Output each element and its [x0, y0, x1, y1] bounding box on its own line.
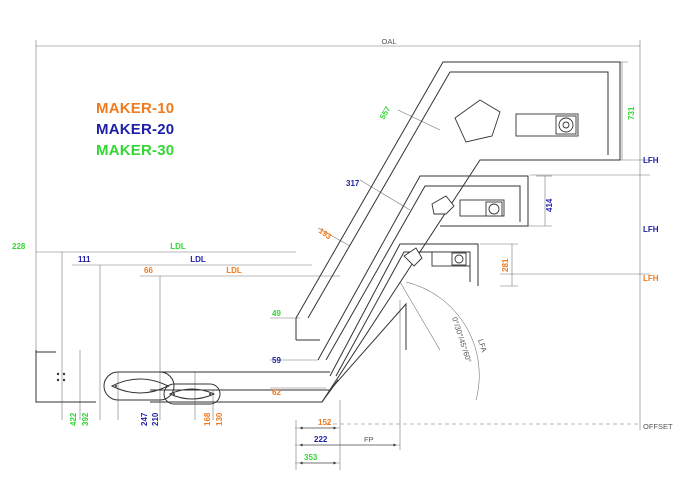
- dim-222: 222: [314, 435, 328, 444]
- arrow-marks: [299, 426, 397, 465]
- tail-drums: [103, 371, 221, 405]
- legend-maker-10: MAKER-10: [96, 100, 175, 117]
- offset-label: OFFSET: [643, 422, 673, 431]
- legend-maker-30: MAKER-30: [96, 142, 175, 159]
- dim-557: 557: [378, 104, 393, 121]
- lfh-label-mid: LFH: [643, 225, 659, 234]
- ldl-label-blue: LDL: [190, 255, 206, 264]
- dim-62: 62: [272, 388, 281, 397]
- dim-422: 422: [69, 412, 78, 426]
- dim-228: 228: [12, 242, 26, 251]
- dim-353: 353: [304, 453, 318, 462]
- dim-731: 731: [627, 106, 636, 120]
- dim-59: 59: [272, 356, 281, 365]
- dim-281: 281: [501, 258, 510, 272]
- dim-168: 168: [203, 412, 212, 426]
- dim-111: 111: [78, 255, 91, 264]
- lfa-label: LFA: [476, 338, 489, 353]
- dim-210: 210: [151, 412, 160, 426]
- oal-label: OAL: [381, 37, 396, 46]
- dim-193: 193: [317, 226, 334, 241]
- ldl-label-orange: LDL: [226, 266, 242, 275]
- dim-392: 392: [81, 412, 90, 426]
- dim-66: 66: [144, 266, 153, 275]
- drive-units: [403, 99, 579, 267]
- dim-152: 152: [318, 418, 332, 427]
- dim-317: 317: [346, 179, 360, 188]
- conveyor-outline: [35, 61, 621, 403]
- ldl-label-green: LDL: [170, 242, 186, 251]
- dim-414: 414: [545, 198, 554, 212]
- legend-maker-20: MAKER-20: [96, 121, 175, 138]
- dim-49: 49: [272, 309, 281, 318]
- fp-label: FP: [364, 435, 374, 444]
- lfh-label-bottom: LFH: [643, 274, 659, 283]
- angle-labels: 0°/30°/45°/60°: [450, 316, 473, 364]
- drum-holes: [56, 372, 211, 395]
- lfh-label-top: LFH: [643, 156, 659, 165]
- dim-130: 130: [215, 412, 224, 426]
- dim-247: 247: [140, 412, 149, 426]
